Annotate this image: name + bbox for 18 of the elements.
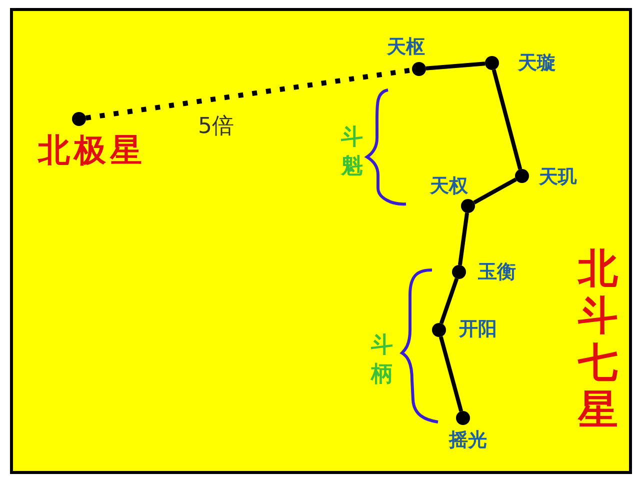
star-name: 开阳 (459, 320, 497, 338)
star-name: 天枢 (387, 38, 425, 56)
connecting-line (426, 62, 486, 70)
brace-label: 斗柄 (370, 332, 394, 390)
star-name: 天玑 (539, 168, 577, 186)
star-label: 北极星 (38, 134, 146, 166)
connecting-line (439, 278, 459, 324)
title-label: 北斗七星 (577, 246, 619, 434)
dotted-line (86, 68, 412, 120)
connecting-line (438, 336, 464, 412)
star-name: 天权 (430, 176, 468, 196)
star-name: 玉衡 (478, 262, 516, 282)
brace-label: 斗魁 (340, 124, 364, 182)
connecting-line (492, 69, 522, 170)
connecting-line (458, 212, 470, 266)
connecting-line (473, 178, 517, 204)
star-name: 摇光 (449, 430, 487, 450)
star-name: 天璇 (518, 54, 556, 72)
